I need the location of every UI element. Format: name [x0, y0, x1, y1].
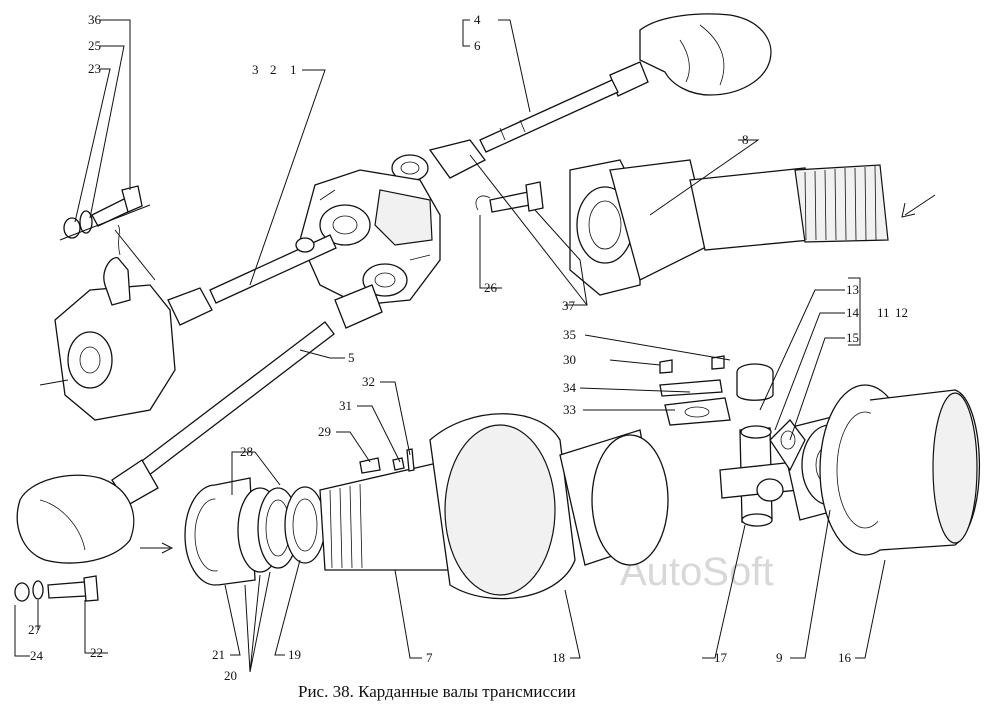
callout-22: 22: [90, 645, 103, 660]
callout-12: 12: [895, 305, 908, 320]
transfer-case: [299, 169, 441, 306]
flange-16: [819, 384, 981, 556]
callout-24: 24: [30, 648, 44, 663]
dust-cover-19: [284, 486, 326, 564]
shaft-drum-18: [429, 413, 669, 600]
upper-universal-joint: [391, 139, 486, 182]
callout-35: 35: [563, 327, 576, 342]
rear-axle-housing-top: [639, 13, 772, 96]
callout-37: 37: [562, 298, 576, 313]
bracket-12: [769, 419, 806, 472]
callout-30: 30: [563, 352, 576, 367]
callout-1: 1: [290, 62, 297, 77]
callout-21: 21: [212, 647, 225, 662]
callout-18: 18: [552, 650, 565, 665]
callout-7: 7: [426, 650, 433, 665]
callout-4: 4: [474, 12, 481, 27]
callout-9: 9: [776, 650, 783, 665]
callout-19: 19: [288, 647, 301, 662]
bolt-washer-set-23-25-36: [59, 185, 156, 281]
callout-33: 33: [563, 402, 576, 417]
callout-14: 14: [846, 305, 860, 320]
callout-17: 17: [714, 650, 728, 665]
callout-26: 26: [484, 280, 498, 295]
leader-lines: [14, 19, 886, 673]
bolt-37-and-circlip-26: [475, 181, 544, 213]
callout-6: 6: [474, 38, 481, 53]
callout-23: 23: [88, 61, 101, 76]
callout-34: 34: [563, 380, 577, 395]
callout-31: 31: [339, 398, 352, 413]
bolt-washer-set-22-24-27: [14, 575, 99, 602]
callout-25: 25: [88, 38, 101, 53]
callout-13: 13: [846, 282, 859, 297]
callout-29: 29: [318, 424, 331, 439]
figure-caption: Рис. 38. Карданные валы трансмиссии: [298, 682, 576, 701]
callout-36: 36: [88, 12, 102, 27]
callout-labels: 36 25 23 3 2 1 4 6 8 26 37 5 13 14 15 11…: [28, 12, 908, 683]
callout-2: 2: [270, 62, 277, 77]
gearbox: [39, 224, 176, 421]
callout-32: 32: [362, 374, 375, 389]
callout-8: 8: [742, 132, 749, 147]
callout-11: 11: [877, 305, 890, 320]
callout-28: 28: [240, 444, 253, 459]
bearing-cap-and-plate-30-35: [659, 355, 774, 426]
callout-3: 3: [252, 62, 259, 77]
callout-5: 5: [348, 350, 355, 365]
callout-20: 20: [224, 668, 237, 683]
universal-joint-cross-17: [719, 425, 799, 527]
front-propeller-shaft: [167, 234, 337, 326]
flange-yoke-assembly-8: [569, 159, 936, 296]
grease-nipple-29-31-32: [359, 448, 415, 474]
callout-15: 15: [846, 330, 859, 345]
front-axle-housing: [16, 474, 174, 564]
upper-propeller-shaft: [479, 61, 649, 153]
long-propeller-shaft: [111, 284, 383, 506]
callout-27: 27: [28, 622, 42, 637]
callout-16: 16: [838, 650, 852, 665]
